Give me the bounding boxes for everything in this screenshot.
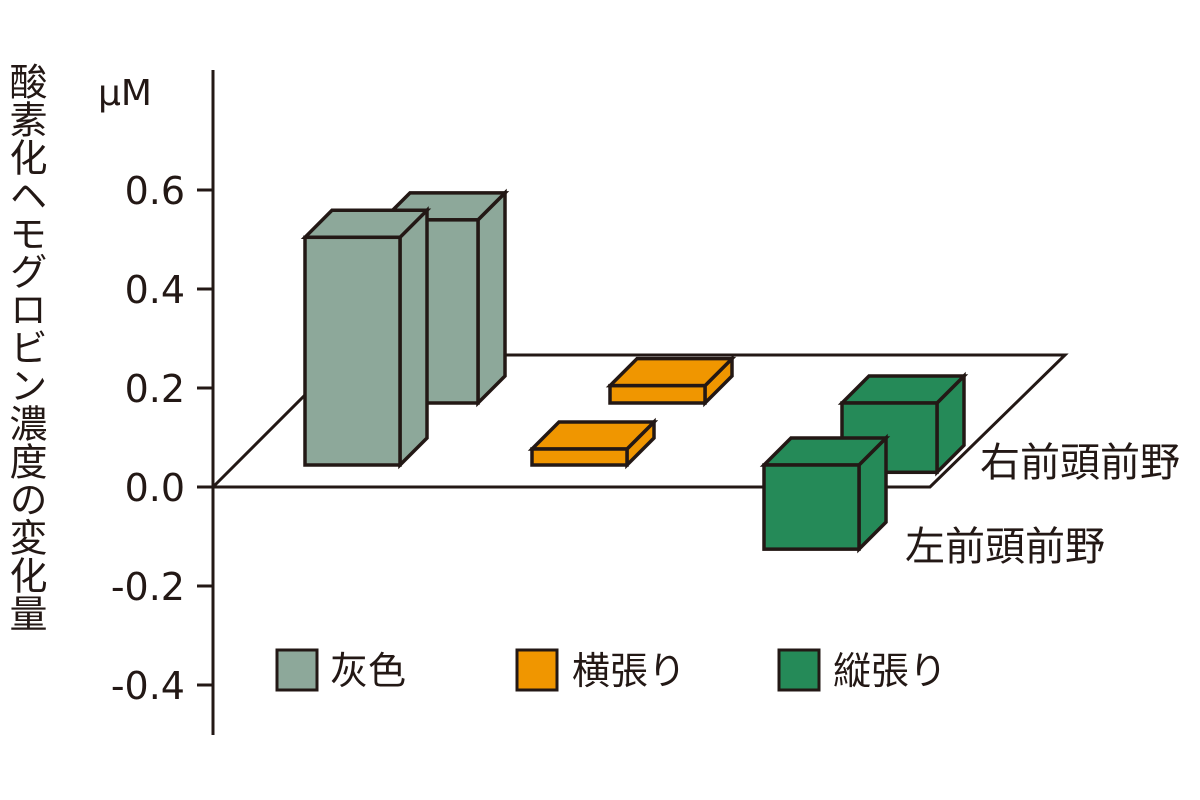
legend-swatch — [777, 648, 821, 692]
bar-front-face — [530, 447, 629, 467]
y-tick-label: 0.4 — [125, 268, 185, 312]
bar-2-left — [527, 417, 659, 470]
bar-3-right — [837, 371, 969, 477]
y-tick-label: 0.6 — [125, 169, 185, 213]
y-tick-label: 0.0 — [125, 466, 185, 510]
bar-front-face — [303, 235, 402, 467]
legend-swatch — [275, 648, 319, 692]
category-label: 左前頭前野 — [905, 524, 1105, 570]
bar-side-face — [398, 206, 429, 470]
bar-1-left — [300, 206, 432, 470]
y-tick-label: 0.2 — [125, 367, 185, 411]
category-label: 右前頭前野 — [980, 440, 1180, 486]
legend-swatch — [515, 648, 559, 692]
legend-label: 縦張り — [833, 649, 947, 693]
legend-label: 灰色 — [330, 649, 406, 693]
unit-label: μM — [98, 73, 152, 114]
y-tick-label: -0.4 — [111, 664, 185, 708]
legend-label: 横張り — [572, 649, 686, 693]
y-axis-label: 酸素化ヘモグロビン濃度の変化量 — [3, 62, 47, 632]
bar-side-face — [476, 188, 507, 408]
bar-3-left — [759, 433, 891, 554]
bar-front-face — [608, 383, 707, 405]
bar-2-right — [605, 354, 737, 408]
bar-front-face — [762, 463, 861, 551]
y-tick-label: -0.2 — [111, 565, 185, 609]
